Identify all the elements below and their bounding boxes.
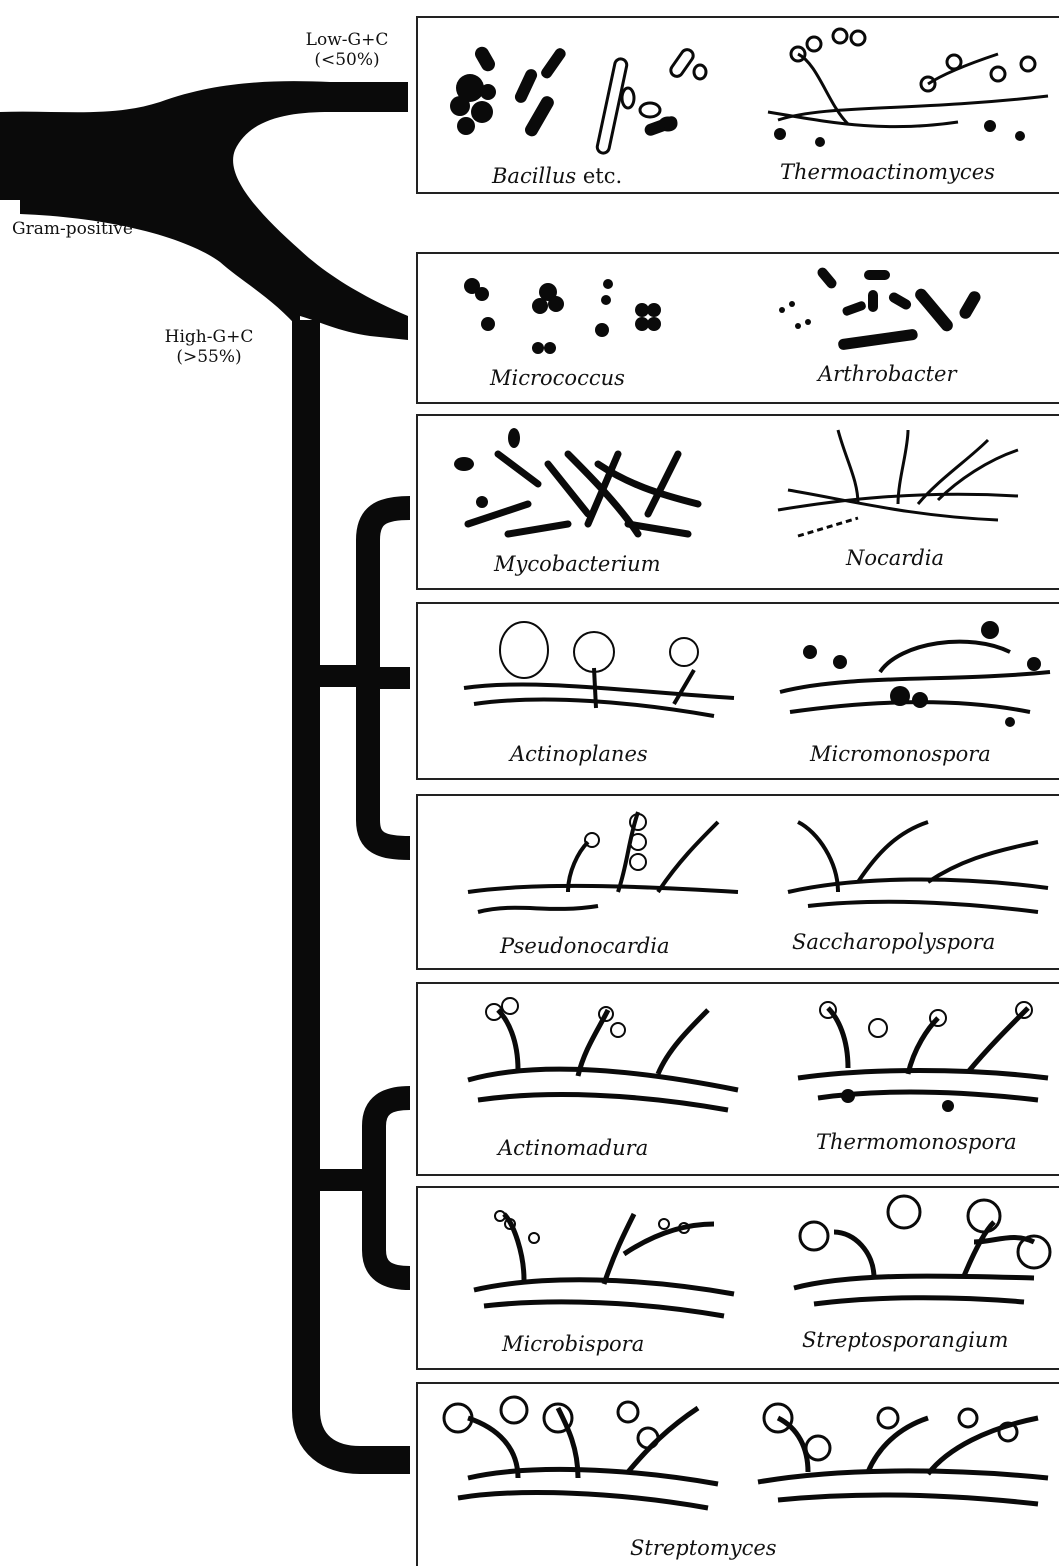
high-gc-label-line2: (>55%): [154, 347, 264, 367]
streptomyces-illustration-left: [428, 1388, 728, 1518]
clade-b-stem: [374, 1098, 410, 1278]
caption-mycobacterium: Mycobacterium: [494, 552, 661, 576]
panel-pseudonocardia: Pseudonocardia Saccharopolyspora: [416, 794, 1059, 970]
caption-thermoactinomyces: Thermoactinomyces: [780, 160, 995, 184]
panel-microbispora: Microbispora Streptosporangium: [416, 1186, 1059, 1370]
caption-nocardia: Nocardia: [846, 546, 944, 570]
micromonospora-illustration: [770, 612, 1059, 732]
bacillus-illustration: [438, 26, 718, 156]
caption-actinoplanes: Actinoplanes: [510, 742, 648, 766]
panel-bacillus: Bacillus etc. Thermoactinomyces: [416, 16, 1059, 194]
caption-microbispora: Microbispora: [502, 1332, 644, 1356]
low-gc-label-line1: Low-G+C: [292, 30, 402, 50]
actinomadura-illustration: [458, 990, 748, 1120]
panel-micrococcus: Micrococcus Arthrobacter: [416, 252, 1059, 404]
arthrobacter-illustration: [768, 260, 1028, 360]
panel-actinoplanes: Actinoplanes Micromonospora: [416, 602, 1059, 780]
caption-micrococcus: Micrococcus: [490, 366, 625, 390]
caption-bacillus: Bacillus etc.: [492, 164, 622, 188]
streptomyces-illustration-right: [748, 1388, 1058, 1518]
streptosporangium-illustration: [774, 1192, 1054, 1322]
gram-positive-label: Gram-positive: [12, 219, 133, 239]
microbispora-illustration: [464, 1194, 744, 1324]
caption-saccharopolyspora: Saccharopolyspora: [792, 930, 995, 954]
thermoactinomyces-illustration: [758, 24, 1058, 154]
thermomonospora-illustration: [788, 988, 1058, 1118]
panel-streptomyces: Streptomyces: [416, 1382, 1059, 1566]
mycobacterium-illustration: [438, 424, 728, 544]
caption-actinomadura: Actinomadura: [498, 1136, 648, 1160]
caption-streptosporangium: Streptosporangium: [802, 1328, 1008, 1352]
pseudonocardia-illustration: [458, 802, 748, 922]
high-gc-label-line1: High-G+C: [154, 327, 264, 347]
caption-bacillus-suffix: etc.: [576, 164, 622, 188]
low-gc-label: Low-G+C (<50%): [292, 30, 402, 70]
high-gc-label: High-G+C (>55%): [154, 327, 264, 367]
panel-mycobacterium: Mycobacterium Nocardia: [416, 414, 1059, 590]
caption-pseudonocardia: Pseudonocardia: [500, 934, 670, 958]
micrococcus-illustration: [448, 264, 708, 364]
caption-bacillus-name: Bacillus: [492, 164, 576, 188]
caption-streptomyces: Streptomyces: [630, 1536, 777, 1560]
panel-actinomadura: Actinomadura Thermomonospora: [416, 982, 1059, 1176]
low-gc-label-line2: (<50%): [292, 50, 402, 70]
caption-thermomonospora: Thermomonospora: [816, 1130, 1017, 1154]
actinoplanes-illustration: [454, 608, 744, 728]
caption-micromonospora: Micromonospora: [810, 742, 991, 766]
caption-arthrobacter: Arthrobacter: [818, 362, 956, 386]
saccharopolyspora-illustration: [778, 802, 1058, 922]
nocardia-illustration: [758, 420, 1058, 550]
gram-positive-root: [0, 81, 408, 340]
high-gc-trunk: [306, 320, 410, 1460]
